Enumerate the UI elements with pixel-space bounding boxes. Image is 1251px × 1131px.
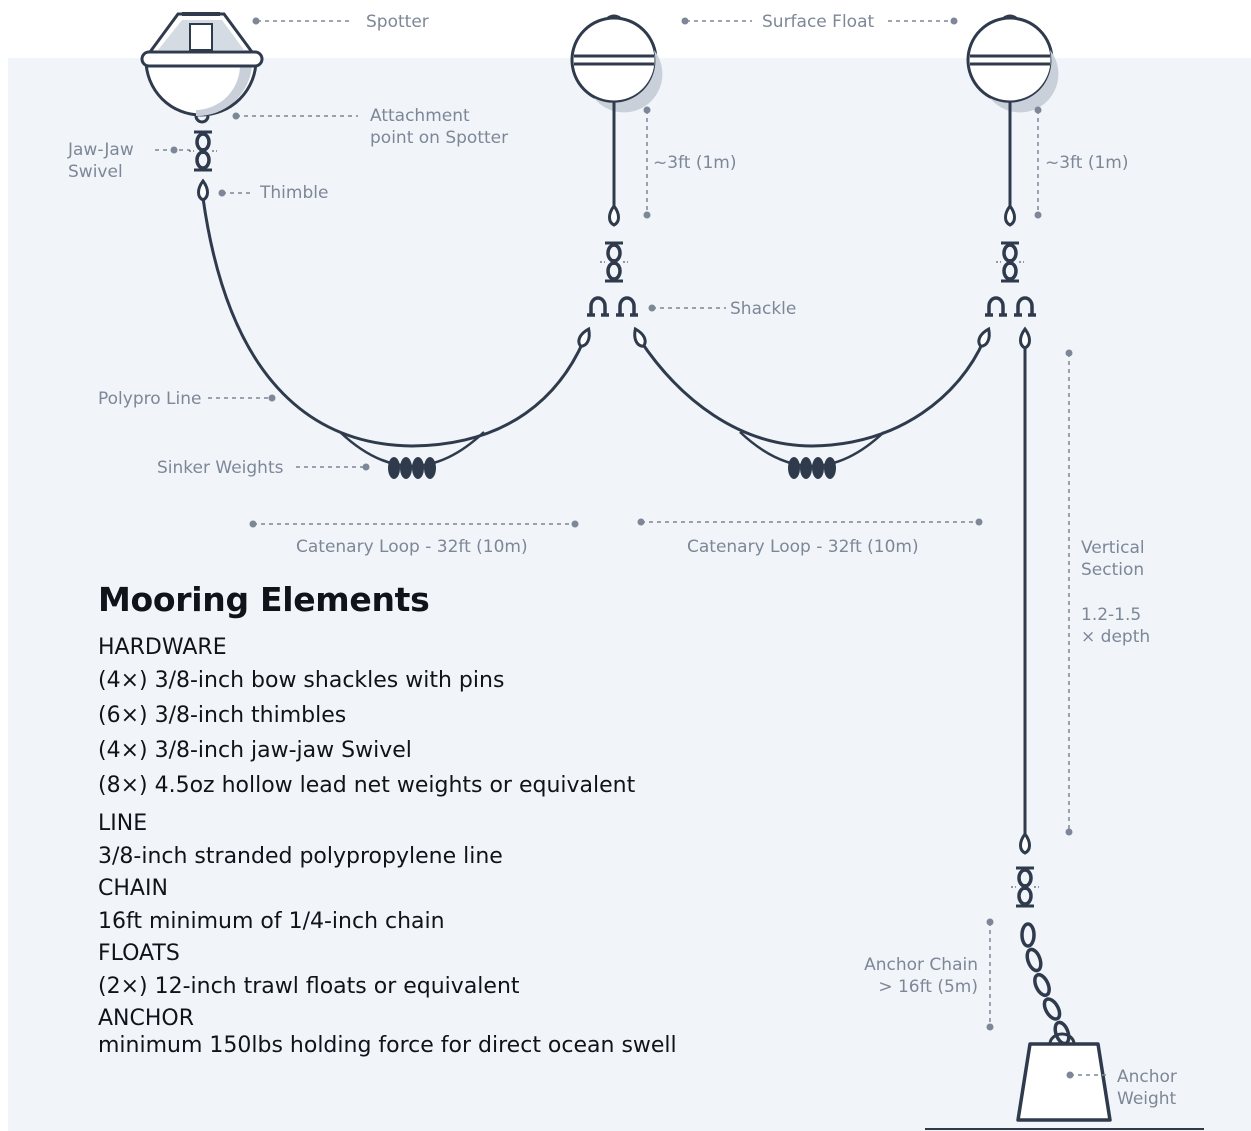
thimble-icon (1004, 204, 1016, 227)
list-item: (4×) 3/8-inch jaw-jaw Swivel (98, 738, 412, 763)
label-sinker-weights: Sinker Weights (157, 458, 284, 478)
surface-float-icon (966, 16, 1060, 114)
anchor-chain-icon (1020, 922, 1071, 1046)
section-heading-anchor: ANCHOR (98, 1006, 195, 1031)
sinker-weights-icon (388, 457, 436, 479)
shackle-icon (1012, 296, 1038, 317)
label-distance-right: ~3ft (1m) (1045, 153, 1128, 173)
label-anchor-chain: Anchor Chain (864, 955, 978, 975)
water-background (8, 58, 1251, 1131)
label-weight: Weight (1117, 1089, 1177, 1109)
label-thimble: Thimble (259, 183, 328, 203)
list-item: 3/8-inch stranded polypropylene line (98, 844, 503, 869)
list-item: (6×) 3/8-inch thimbles (98, 703, 347, 728)
shackle-icon (585, 296, 611, 317)
panel-title: Mooring Elements (98, 580, 430, 619)
label-anchor-chain-length: > 16ft (5m) (878, 977, 978, 997)
label-section: Section (1081, 560, 1144, 580)
mooring-elements-panel: Mooring Elements HARDWARE (4×) 3/8-inch … (98, 580, 738, 1058)
list-item: (4×) 3/8-inch bow shackles with pins (98, 668, 505, 693)
list-item: (8×) 4.5oz hollow lead net weights or eq… (98, 773, 636, 798)
list-item: (2×) 12-inch trawl floats or equivalent (98, 974, 520, 999)
label-catenary-right: Catenary Loop - 32ft (10m) (687, 537, 919, 557)
label-polypro-line: Polypro Line (98, 389, 201, 409)
label-jaw-jaw: Jaw-Jaw (67, 140, 134, 160)
label-shackle: Shackle (730, 299, 796, 319)
list-item: minimum 150lbs holding force for direct … (98, 1033, 677, 1058)
section-heading-chain: CHAIN (98, 876, 168, 901)
polypro-line (638, 339, 986, 448)
section-heading-line: LINE (98, 811, 148, 836)
label-spotter: Spotter (366, 12, 429, 32)
label-vertical: Vertical (1081, 538, 1145, 558)
label-surface-float: Surface Float (762, 12, 874, 32)
spotter-buoy-icon (140, 12, 264, 124)
section-heading-floats: FLOATS (98, 941, 180, 966)
shackle-icon (614, 296, 640, 317)
surface-float-icon (570, 16, 664, 114)
label-catenary-left: Catenary Loop - 32ft (10m) (296, 537, 528, 557)
jaw-jaw-swivel-icon (1009, 866, 1041, 908)
polypro-line (201, 197, 586, 448)
label-attachment-line2: point on Spotter (370, 128, 508, 148)
section-heading-hardware: HARDWARE (98, 635, 227, 660)
list-item: 16ft minimum of 1/4-inch chain (98, 909, 445, 934)
label-depth-ratio: 1.2-1.5 (1081, 605, 1141, 625)
anchor-weight-icon (925, 1032, 1204, 1130)
shackle-icon (983, 296, 1009, 317)
jaw-jaw-swivel-icon (994, 241, 1026, 283)
label-depth: × depth (1081, 627, 1150, 647)
thimble-icon (197, 179, 209, 202)
label-swivel: Swivel (68, 162, 123, 182)
thimble-icon (608, 204, 620, 227)
sinker-weights-icon (788, 457, 836, 479)
label-distance-left: ~3ft (1m) (653, 153, 736, 173)
jaw-jaw-swivel-icon (187, 130, 219, 172)
jaw-jaw-swivel-icon (598, 241, 630, 283)
label-anchor: Anchor (1117, 1067, 1177, 1087)
label-attachment: Attachment (370, 106, 470, 126)
